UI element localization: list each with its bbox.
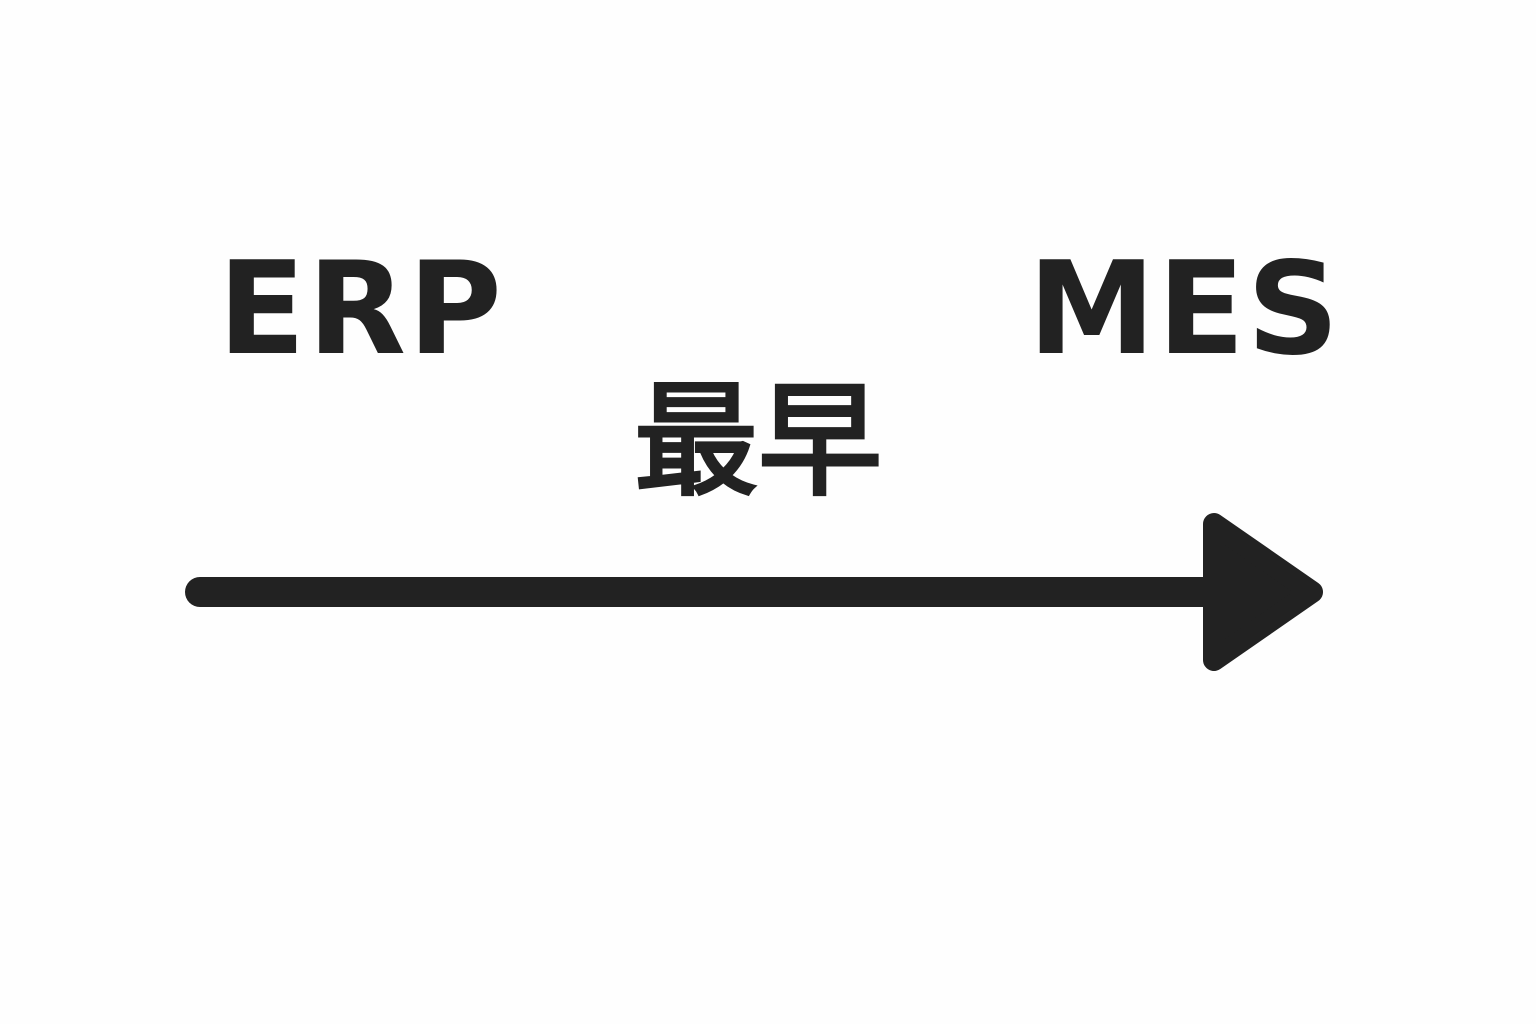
- erp-label: ERP: [218, 235, 504, 384]
- mes-label: MES: [1028, 235, 1341, 384]
- earliest-label: 最早: [634, 370, 883, 514]
- arrow-head: [1203, 513, 1323, 671]
